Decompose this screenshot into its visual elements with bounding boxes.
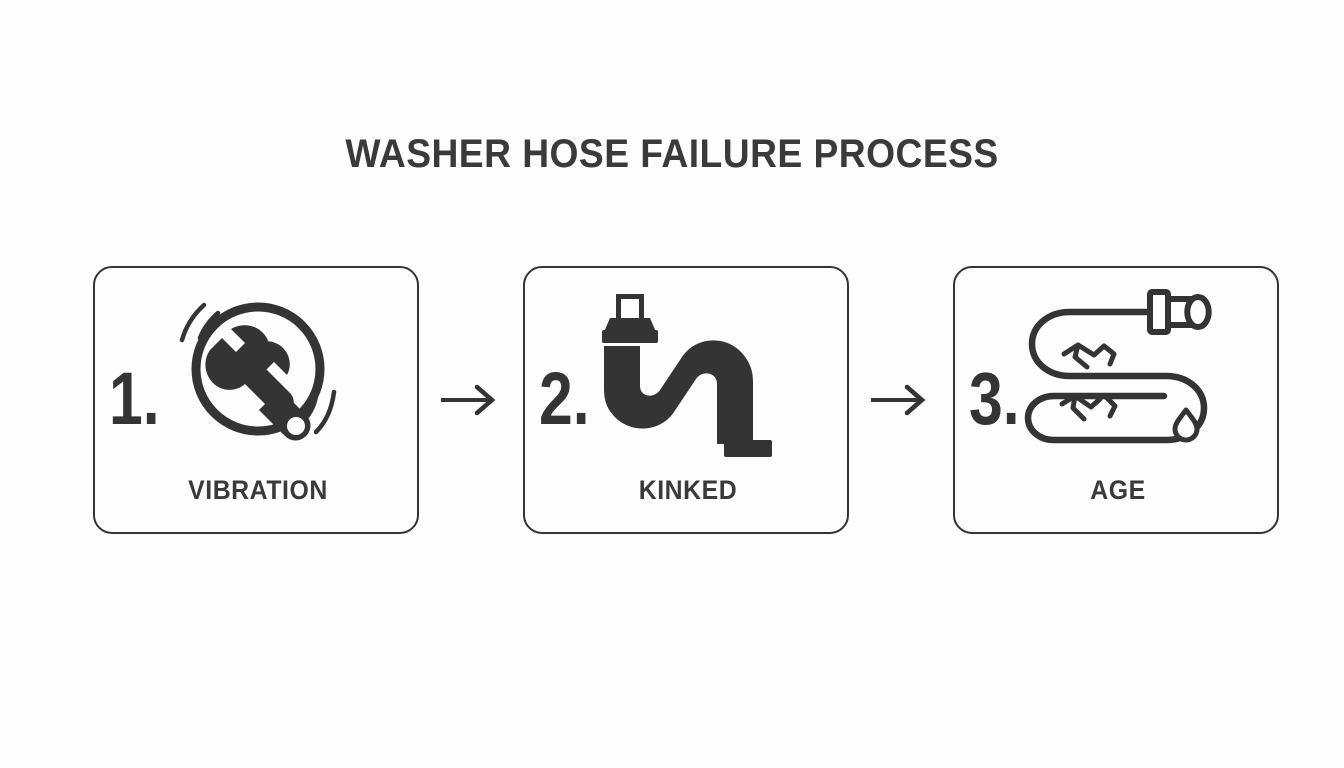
step-number-3: 3. bbox=[969, 357, 1020, 440]
step-card-2[interactable]: 2. KINKED bbox=[523, 266, 849, 534]
step-card-1[interactable]: 1. bbox=[93, 266, 419, 534]
step-number-2: 2. bbox=[539, 357, 590, 440]
step-label-3: AGE bbox=[1090, 475, 1146, 505]
step-number-1: 1. bbox=[109, 357, 160, 440]
process-steps-row: 1. bbox=[93, 265, 1279, 535]
arrow-right-icon-1 bbox=[419, 370, 523, 430]
arrow-right-icon-2 bbox=[849, 370, 953, 430]
step-label-1: VIBRATION bbox=[188, 475, 328, 505]
step-label-2: KINKED bbox=[638, 475, 738, 505]
step-card-3[interactable]: 3. bbox=[953, 266, 1279, 534]
page-title: WASHER HOSE FAILURE PROCESS bbox=[345, 132, 999, 176]
